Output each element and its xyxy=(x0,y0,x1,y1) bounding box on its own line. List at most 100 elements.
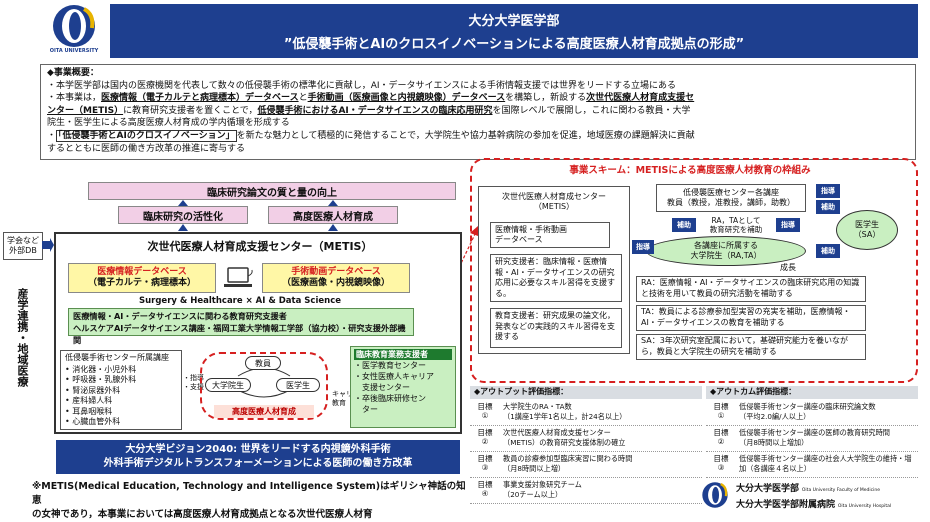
lecture-item: • 呼吸器・乳腺外科 xyxy=(65,375,137,384)
goal-text: 低侵襲手術センター講座の社会人大学院生の維持・増加（各講座４名以上） xyxy=(739,454,912,473)
footer-en-1: Oita University Faculty of Medicine xyxy=(801,488,881,493)
scheme-sa-note: SA：3年次研究室配属において，基礎研究能力を養いながら，教員と大学院生の研究を… xyxy=(636,334,866,360)
goal-row: 目標 ① 低侵襲手術センター講座の臨床研究論文数 （平均2.0編/人以上） xyxy=(706,400,918,426)
cycle-med-student: 医学生 xyxy=(276,378,320,392)
scheme-guide-left: 指導 xyxy=(632,240,654,254)
scheme-guide-mid: 指導 xyxy=(776,218,800,232)
goal-text: 低侵襲手術センター講座の臨床研究論文数 （平均2.0編/人以上） xyxy=(739,402,876,421)
goal-text: 低侵襲手術センター講座の医師の教育研究時間 （月8時間以上増加） xyxy=(739,428,890,447)
scheme-assist-lower: 補助 xyxy=(816,244,840,258)
metis-title: 次世代医療人材育成支援センター（METIS） xyxy=(147,240,373,253)
support-title: 臨床教育業務支援者 xyxy=(354,349,452,360)
goal-index: 目標 ② xyxy=(477,428,493,446)
lecture-box: 低侵襲手術センター所属講座 • 消化器・小児外科• 呼吸器・乳腺外科• 腎泌尿器… xyxy=(60,350,182,430)
scheme-ra-ta: RA，TAとして 教育研究を補助 xyxy=(709,216,763,234)
scheme-ta-note: TA：教員による診療参加型実習の充実を補助，医療情報・AI・データサイエンスの教… xyxy=(636,305,866,331)
scheme-growth: 成長 xyxy=(780,263,796,272)
header-subtitle: ”低侵襲手術とAIのクロスイノベーションによる高度医療人材育成拠点の形成” xyxy=(283,37,745,52)
external-db-box: 学会など 外部DB xyxy=(3,232,43,260)
surgery-video-db: 手術動画データベース（医療画像・内視鏡映像） xyxy=(262,263,410,293)
scheme-assist-mid: 補助 xyxy=(672,218,696,232)
overview-line-5: ・「低侵襲手術とAIのクロスイノベーション」を新たな魅力として積極的に発信するこ… xyxy=(47,129,695,142)
support-item: ・女性医療人キャリア 支援センター xyxy=(354,372,434,392)
goal-row: 目標 ① 大学院生のRA・TA数 （1講座1学年1名以上，計24名以上） xyxy=(470,400,702,426)
cycle-teacher: 教員 xyxy=(245,356,281,370)
cycle-label: 高度医療人材育成 xyxy=(214,405,314,418)
vision-banner: 大分大学ビジョン2040: 世界をリードする内視鏡外科手術外科手術デジタルトラン… xyxy=(56,440,460,474)
overview-line-4: 院生・医学生による高度医療人材育成の学内循環を形成する xyxy=(47,118,290,129)
outcome-table: 目標 ① 低侵襲手術センター講座の臨床研究論文数 （平均2.0編/人以上） 目標 ②… xyxy=(706,400,918,478)
goal-text: 事業支援対象研究チーム （20チーム以上） xyxy=(503,480,582,499)
scheme-edu-support: 教育支援者：研究成果の論文化，発表などの実践的スキル習得を支援する xyxy=(490,308,622,348)
lecture-item: • 心臓血管外科 xyxy=(65,417,121,426)
pink-right-box: 高度医療人材育成 xyxy=(268,206,398,224)
scheme-assist-right: 補助 xyxy=(816,200,840,214)
scheme-research-support: 研究支援者：臨床情報・医療情報・AI・データサイエンスの研究応用に必要なスキル習… xyxy=(490,254,622,302)
overview-heading: ◆事業概要： xyxy=(47,68,99,78)
goal-row: 目標 ③ 低侵襲手術センター講座の社会人大学院生の維持・増加（各講座４名以上） xyxy=(706,452,918,478)
goal-text: 大学院生のRA・TA数 （1講座1学年1名以上，計24名以上） xyxy=(503,402,627,421)
goal-row: 目標 ② 低侵襲手術センター講座の医師の教育研究時間 （月8時間以上増加） xyxy=(706,426,918,452)
lecture-item: • 産科婦人科 xyxy=(65,396,113,405)
clinical-support-box: 臨床教育業務支援者 ・医学教育センター・女性医療人キャリア 支援センター・卒後臨… xyxy=(350,346,456,428)
surgery-ai-label: Surgery & Healthcare × AI & Data Science xyxy=(138,296,341,306)
lecture-item: • 消化器・小児外科 xyxy=(65,364,137,374)
support-list: ・医学教育センター・女性医療人キャリア 支援センター・卒後臨床研修セン ター xyxy=(354,360,452,415)
header-banner: 大分大学医学部 ”低侵襲手術とAIのクロスイノベーションによる高度医療人材育成拠… xyxy=(110,4,918,58)
footer-ja-2: 大分大学医学部附属病院 xyxy=(736,500,836,510)
university-logo xyxy=(48,4,100,56)
scheme-guide-right: 指導 xyxy=(816,184,840,198)
goal-row: 目標 ② 次世代医療人材育成支援センター （METIS）の教育研究支援体制の確立 xyxy=(470,426,702,452)
goal-index: 目標 ① xyxy=(477,402,493,420)
scheme-grad-ellipse: 各講座に所属する 大学院生（RA,TA） xyxy=(646,236,806,266)
metis-note: ※METIS(Medical Education, Technology and… xyxy=(32,481,466,520)
lecture-list: • 消化器・小児外科• 呼吸器・乳腺外科• 腎泌尿器外科• 産科婦人科• 耳鼻咽… xyxy=(65,365,177,428)
goal-index: 目標 ③ xyxy=(477,454,493,472)
scheme-metis-box: 次世代医療人材育成センター （METIS） xyxy=(502,192,606,211)
lecture-title: 低侵襲手術センター所属講座 xyxy=(65,353,169,362)
lecture-item: • 腎泌尿器外科 xyxy=(65,385,121,395)
scheme-title: 事業スキーム：METISによる高度医療人材教育の枠組み xyxy=(569,165,811,176)
pink-left-box: 臨床研究の活性化 xyxy=(118,206,248,224)
footer-text: 大分大学医学部 Oita University Faculty of Medic… xyxy=(736,482,926,514)
computer-icon xyxy=(222,266,254,290)
scheme-med-ellipse: 医学生 （SA） xyxy=(836,210,898,250)
overview-line-3: ンター（METIS）に教育研究支援者を置くことで，低侵襲手術におけるAI・データ… xyxy=(47,105,691,116)
career-label: キャリア 教育 xyxy=(332,390,360,407)
goal-text: 教員の診療参加型臨床実習に関わる時間 （月8時間以上増） xyxy=(503,454,633,473)
goal-text: 次世代医療人材育成支援センター （METIS）の教育研究支援体制の確立 xyxy=(503,428,626,447)
output-title: ◆アウトプット評価指標： xyxy=(470,386,702,399)
green-line-2: ヘルスケアAIデータサイエンス講座・福岡工業大学情報工学部（協力校）・研究支援外… xyxy=(73,323,406,345)
scheme-ra-note: RA：医療情報・AI・データサイエンスの臨床研究応用の知識と技術を用いて教員の研… xyxy=(636,276,866,302)
footer-en-2: Oita University Hospital xyxy=(837,504,892,509)
cycle-grad-student: 大学院生 xyxy=(205,378,251,392)
green-line-1: 医療情報・AI・データサイエンスに関わる教育研究支援者 xyxy=(73,311,287,321)
guide-support-label: ・指導 ・支援 xyxy=(183,374,204,391)
education-support-box: 医療情報・AI・データサイエンスに関わる教育研究支援者 ヘルスケアAIデータサイ… xyxy=(68,308,414,345)
overview-line-6: するとともに医師の働き方改革の推進に寄与する xyxy=(47,143,246,154)
footer-logo xyxy=(700,480,730,510)
goal-index: 目標 ① xyxy=(713,402,729,420)
overview-line-1: ・本学医学部は国内の医療機関を代表して数々の低侵襲手術の標準化に貢献し，AI・デ… xyxy=(47,80,677,91)
goal-index: 目標 ② xyxy=(713,428,729,446)
goal-row: 目標 ③ 教員の診療参加型臨床実習に関わる時間 （月8時間以上増） xyxy=(470,452,702,478)
logo-caption: OITA UNIVERSITY xyxy=(49,48,99,54)
support-item: ・医学教育センター xyxy=(354,361,426,370)
lecture-item: • 耳鼻咽喉科 xyxy=(65,406,113,416)
side-arrow-icon xyxy=(42,238,54,252)
pink-top-box: 臨床研究論文の質と量の向上 xyxy=(88,182,456,200)
overview-line-2: ・本事業は，医療情報（電子カルテと病理標本）データベースと手術動画（医療画像と内… xyxy=(47,93,695,104)
scheme-db-box: 医療情報・手術動画 データベース xyxy=(490,222,610,248)
output-table: 目標 ① 大学院生のRA・TA数 （1講座1学年1名以上，計24名以上） 目標 ② 次… xyxy=(470,400,702,504)
goal-index: 目標 ④ xyxy=(477,480,493,498)
cycle-frame xyxy=(200,352,328,420)
scheme-center-box: 低侵襲医療センター各講座 教員（教授，准教授，講師，助教） xyxy=(656,184,806,212)
outcome-title: ◆アウトカム評価指標： xyxy=(706,386,918,399)
scheme-frame xyxy=(470,158,918,383)
industry-region-label: 産学連携・地域医療 xyxy=(16,288,29,387)
support-item: ・卒後臨床研修セン ター xyxy=(354,394,426,414)
footer-ja-1: 大分大学医学部 xyxy=(736,484,800,494)
goal-index: 目標 ③ xyxy=(713,454,729,472)
medical-info-db: 医療情報データベース（電子カルテ・病理標本） xyxy=(68,263,216,293)
header-title: 大分大学医学部 xyxy=(468,14,560,29)
